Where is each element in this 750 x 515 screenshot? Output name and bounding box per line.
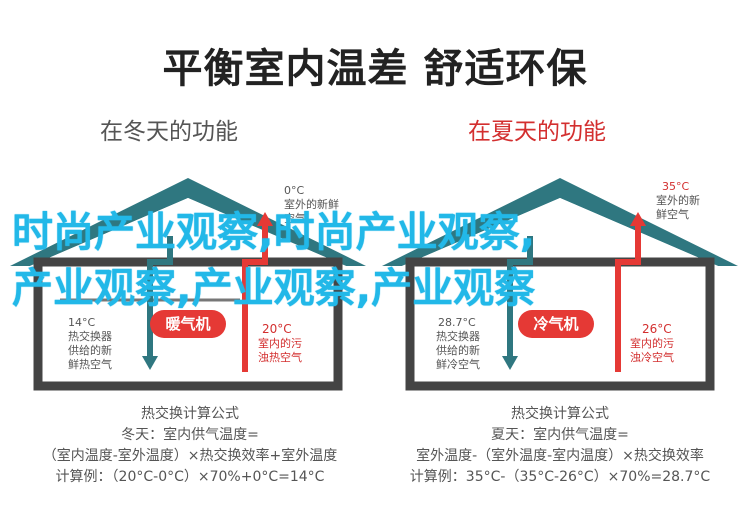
winter-indoor-desc-2: 供给的新 [68,344,112,357]
summer-exhaust-desc-2: 浊冷空气 [630,351,674,364]
summer-indoor-temp: 28.7°C [438,316,476,329]
summer-supply-arrow-head [502,356,518,370]
winter-exhaust-arrow-head [257,212,273,226]
winter-exhaust-desc-1: 室内的污 [258,337,302,350]
winter-supply-arrow-head [142,356,158,370]
winter-formula-line-2: （室内温度-室外温度）×热交换效率+室外温度 [42,448,338,464]
winter-exhaust-arrow [242,222,268,372]
summer-outdoor-temp: 35°C [662,180,690,193]
winter-formula-line-1: 冬天：室内供气温度= [121,427,259,443]
winter-formula-line-3: 计算例：（20°C-0°C）×70%+0°C=14°C [55,469,325,485]
summer-exhaust-desc-1: 室内的污 [630,337,674,350]
summer-indoor-desc-1: 热交换器 [436,330,480,343]
winter-outdoor-temp: 0°C [284,184,305,197]
winter-outdoor-desc-2: 空气 [284,212,306,225]
summer-formula-line-2: 室外温度-（室外温度-室内温度）×热交换效率 [416,448,704,464]
summer-indoor-desc-3: 鲜冷空气 [436,358,480,371]
summer-supply-arrow [507,236,533,360]
winter-house [10,178,366,391]
watermark-line-1: 时尚产业观察,时尚产业观察, [12,208,536,256]
heater-badge: 暖气机 [150,310,226,338]
winter-wall [33,257,343,391]
summer-formula-line-1: 夏天：室内供气温度= [491,427,629,443]
winter-outdoor-desc-1: 室外的新鲜 [284,198,339,211]
winter-roof [10,178,366,266]
summer-heading: 在夏天的功能 [468,119,606,145]
summer-exhaust-arrow-head [630,212,646,226]
summer-formula-heading: 热交换计算公式 [511,406,609,422]
summer-outdoor-desc-1: 室外的新 [656,194,700,207]
winter-exhaust-temp: 20°C [262,322,292,336]
winter-formula: 热交换计算公式 冬天：室内供气温度= （室内温度-室外温度）×热交换效率+室外温… [10,404,370,488]
summer-wall [405,257,715,391]
winter-indoor-desc-1: 热交换器 [68,330,112,343]
winter-heading: 在冬天的功能 [100,119,238,145]
summer-indoor-desc-2: 供给的新 [436,344,480,357]
watermark-overlay: 时尚产业观察,时尚产业观察, 产业观察,产业观察,产业观察 [12,204,742,316]
winter-supply-arrow [147,236,173,360]
winter-indoor-desc-3: 鲜热空气 [68,358,112,371]
summer-formula-line-3: 计算例：35°C-（35°C-26°C）×70%=28.7°C [409,469,711,485]
summer-roof [382,178,738,266]
summer-outdoor-desc-2: 鲜空气 [656,208,689,221]
winter-formula-heading: 热交换计算公式 [141,406,239,422]
winter-exhaust-desc-2: 浊热空气 [258,351,302,364]
page-title: 平衡室内温差 舒适环保 [162,46,588,92]
winter-indoor-temp: 14°C [68,316,96,329]
summer-exhaust-temp: 26°C [642,322,672,336]
summer-formula: 热交换计算公式 夏天：室内供气温度= 室外温度-（室外温度-室内温度）×热交换效… [380,404,740,488]
air-conditioner-badge: 冷气机 [518,310,594,338]
watermark-line-2: 产业观察,产业观察,产业观察 [12,264,536,312]
summer-house [382,178,738,391]
summer-exhaust-arrow [615,222,641,372]
